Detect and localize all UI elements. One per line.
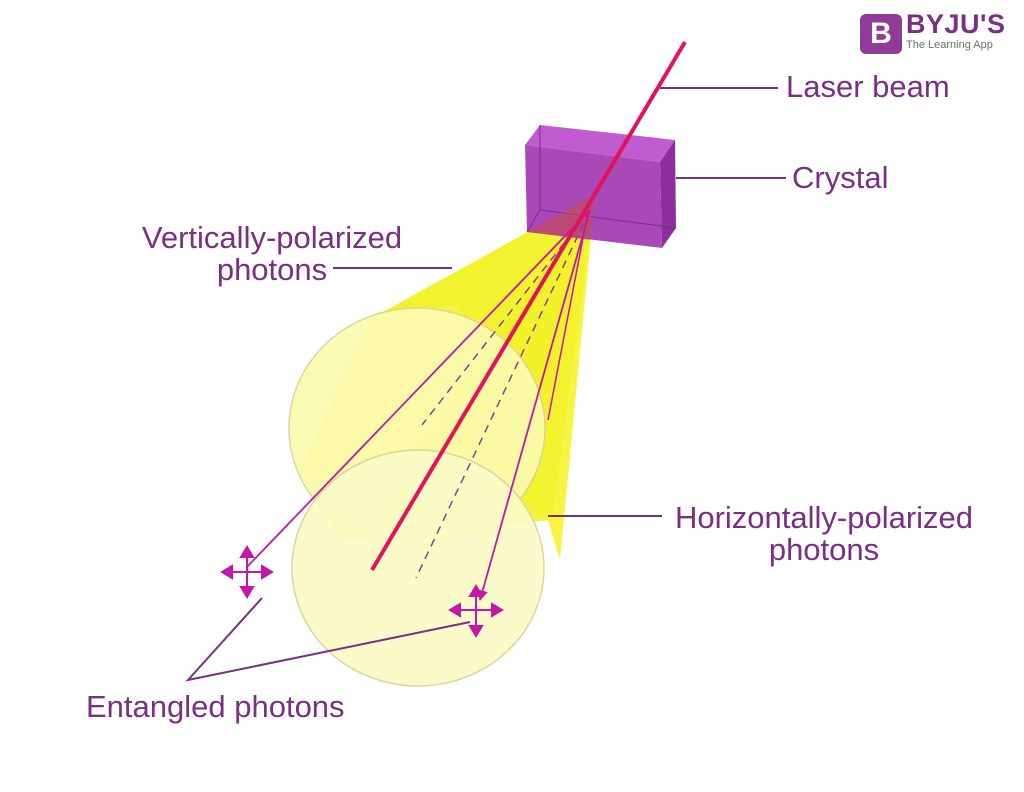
dashed-axis-horizontal [415,209,591,579]
label-vertical-photons-line2: photons [217,252,327,287]
label-laser-beam: Laser beam [786,69,950,104]
entangled-photon-path-right [477,209,591,602]
label-entangled-photons: Entangled photons [86,689,345,724]
entangled-photon-path-left [245,209,591,569]
label-horizontal-photons-line2: photons [769,532,879,567]
label-crystal: Crystal [792,160,888,195]
label-vertical-photons-line1: Vertically-polarized [142,220,402,255]
label-horizontal-photons-line1: Horizontally-polarized [675,500,973,535]
byjus-logo-mark: B [860,14,902,54]
leader-entangled-photons [185,597,471,682]
polarization-arrows-left [220,545,274,599]
polarization-arrows-right [448,584,504,638]
logo-name: BYJU'S [906,9,1006,39]
byjus-logo-text: BYJU'S The Learning App [906,10,1005,52]
laser-beam-line [370,40,687,572]
logo-tagline: The Learning App [906,39,993,51]
photon-path-inner [547,211,589,421]
